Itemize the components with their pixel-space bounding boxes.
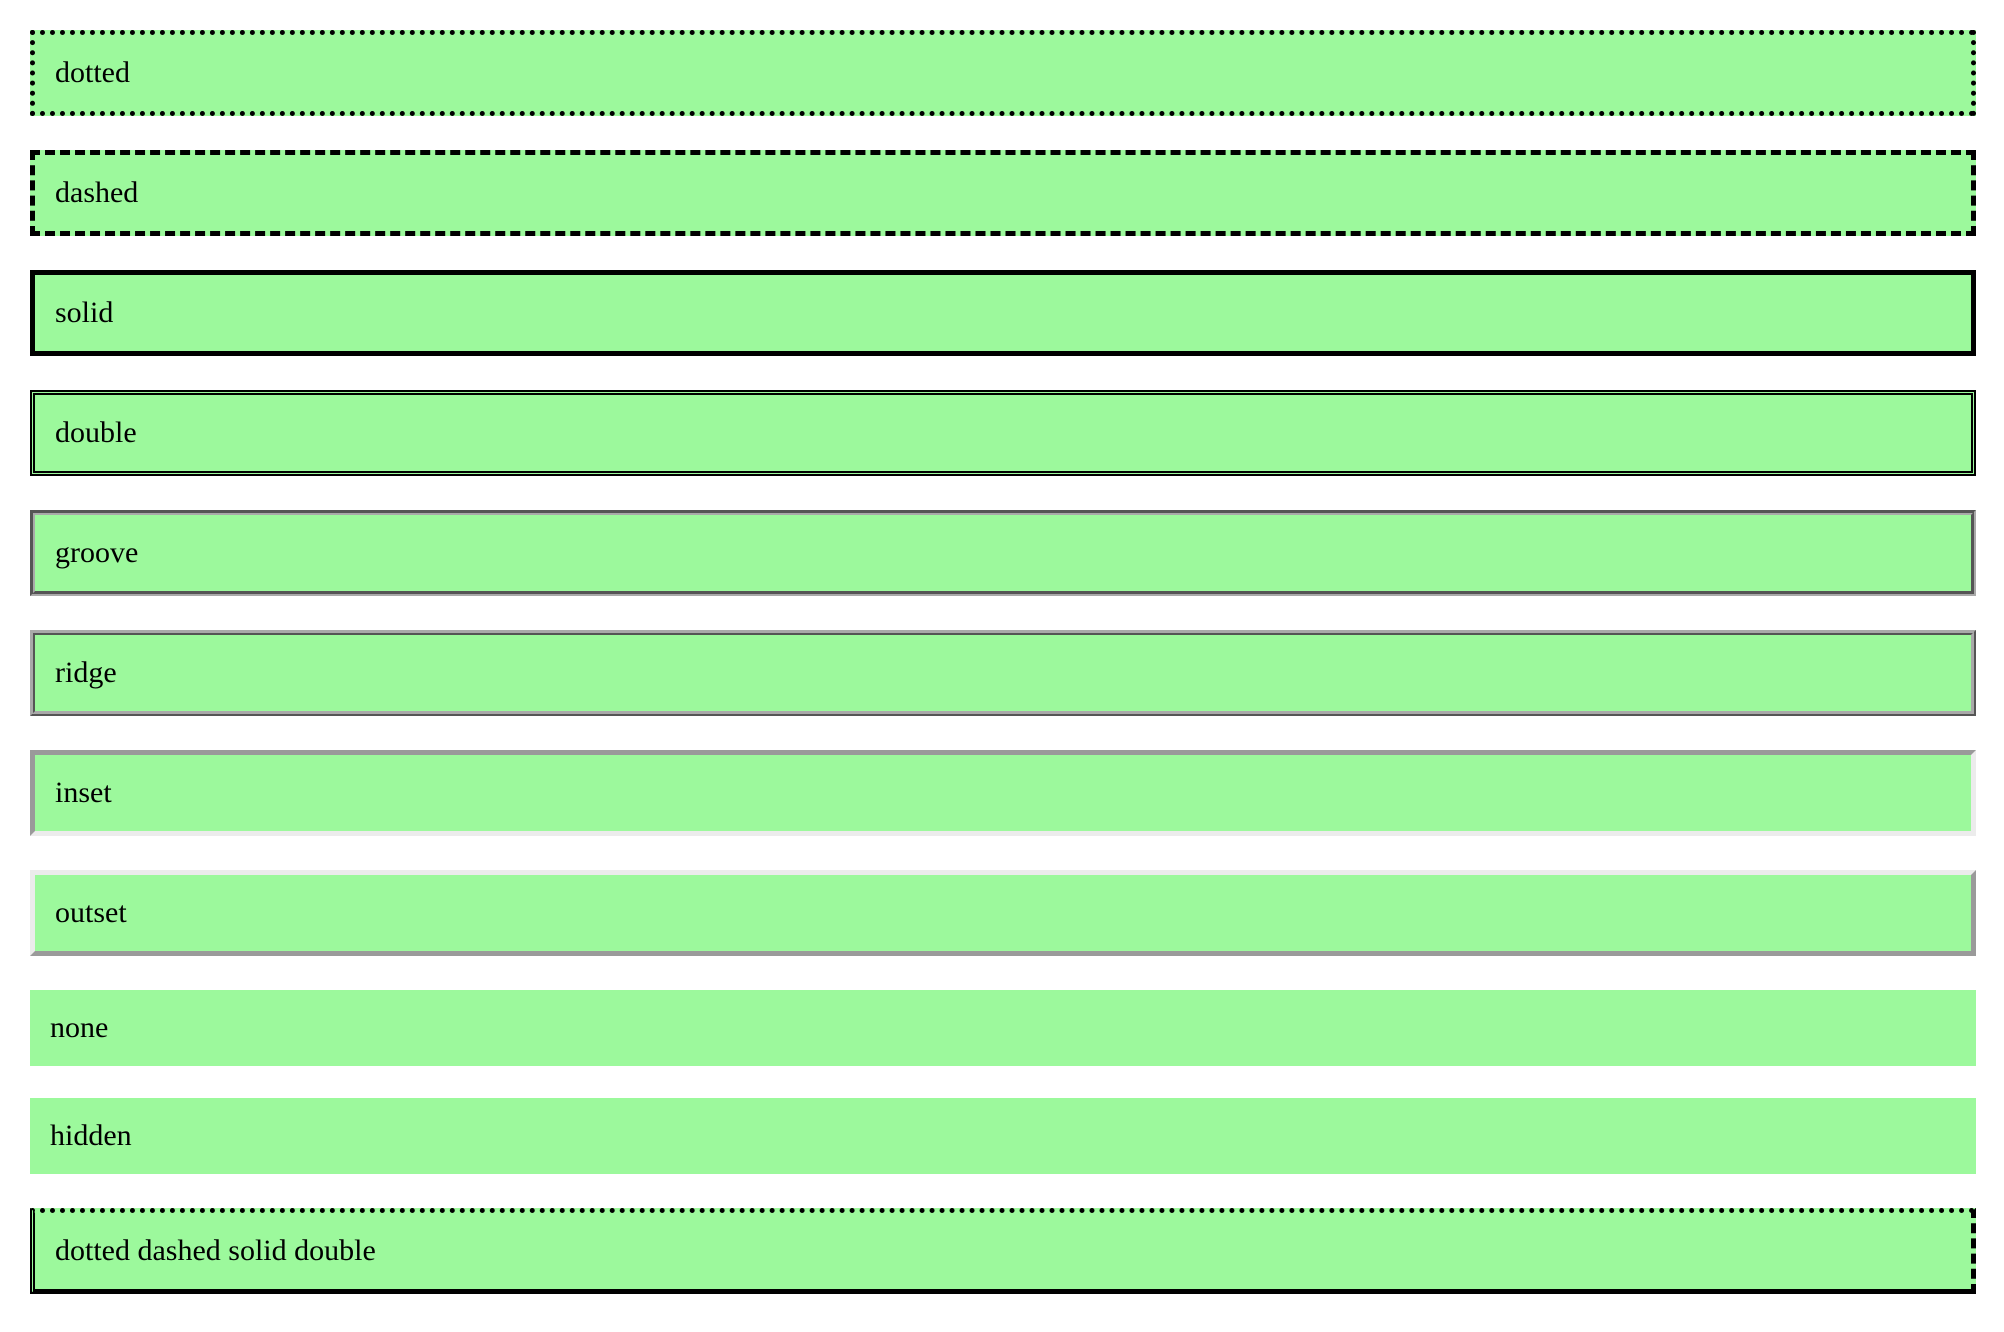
box-mixed: dotted dashed solid double xyxy=(30,1208,1976,1294)
box-label: solid xyxy=(55,296,114,329)
box-label: inset xyxy=(55,776,112,809)
box-label: outset xyxy=(55,896,127,929)
border-style-demo: dotted dashed solid double groove ridge … xyxy=(30,30,1976,1328)
box-groove: groove xyxy=(30,510,1976,596)
box-label: ridge xyxy=(55,656,117,689)
box-dashed: dashed xyxy=(30,150,1976,236)
box-dotted: dotted xyxy=(30,30,1976,116)
box-double: double xyxy=(30,390,1976,476)
box-label: dotted xyxy=(55,56,130,89)
box-outset: outset xyxy=(30,870,1976,956)
box-hidden: hidden xyxy=(30,1098,1976,1174)
box-ridge: ridge xyxy=(30,630,1976,716)
box-label: dotted dashed solid double xyxy=(55,1234,376,1267)
box-label: hidden xyxy=(50,1119,132,1152)
box-label: groove xyxy=(55,536,139,569)
box-label: dashed xyxy=(55,176,139,209)
box-solid: solid xyxy=(30,270,1976,356)
box-inset: inset xyxy=(30,750,1976,836)
box-label: double xyxy=(55,416,137,449)
box-none: none xyxy=(30,990,1976,1066)
box-label: none xyxy=(50,1011,109,1044)
